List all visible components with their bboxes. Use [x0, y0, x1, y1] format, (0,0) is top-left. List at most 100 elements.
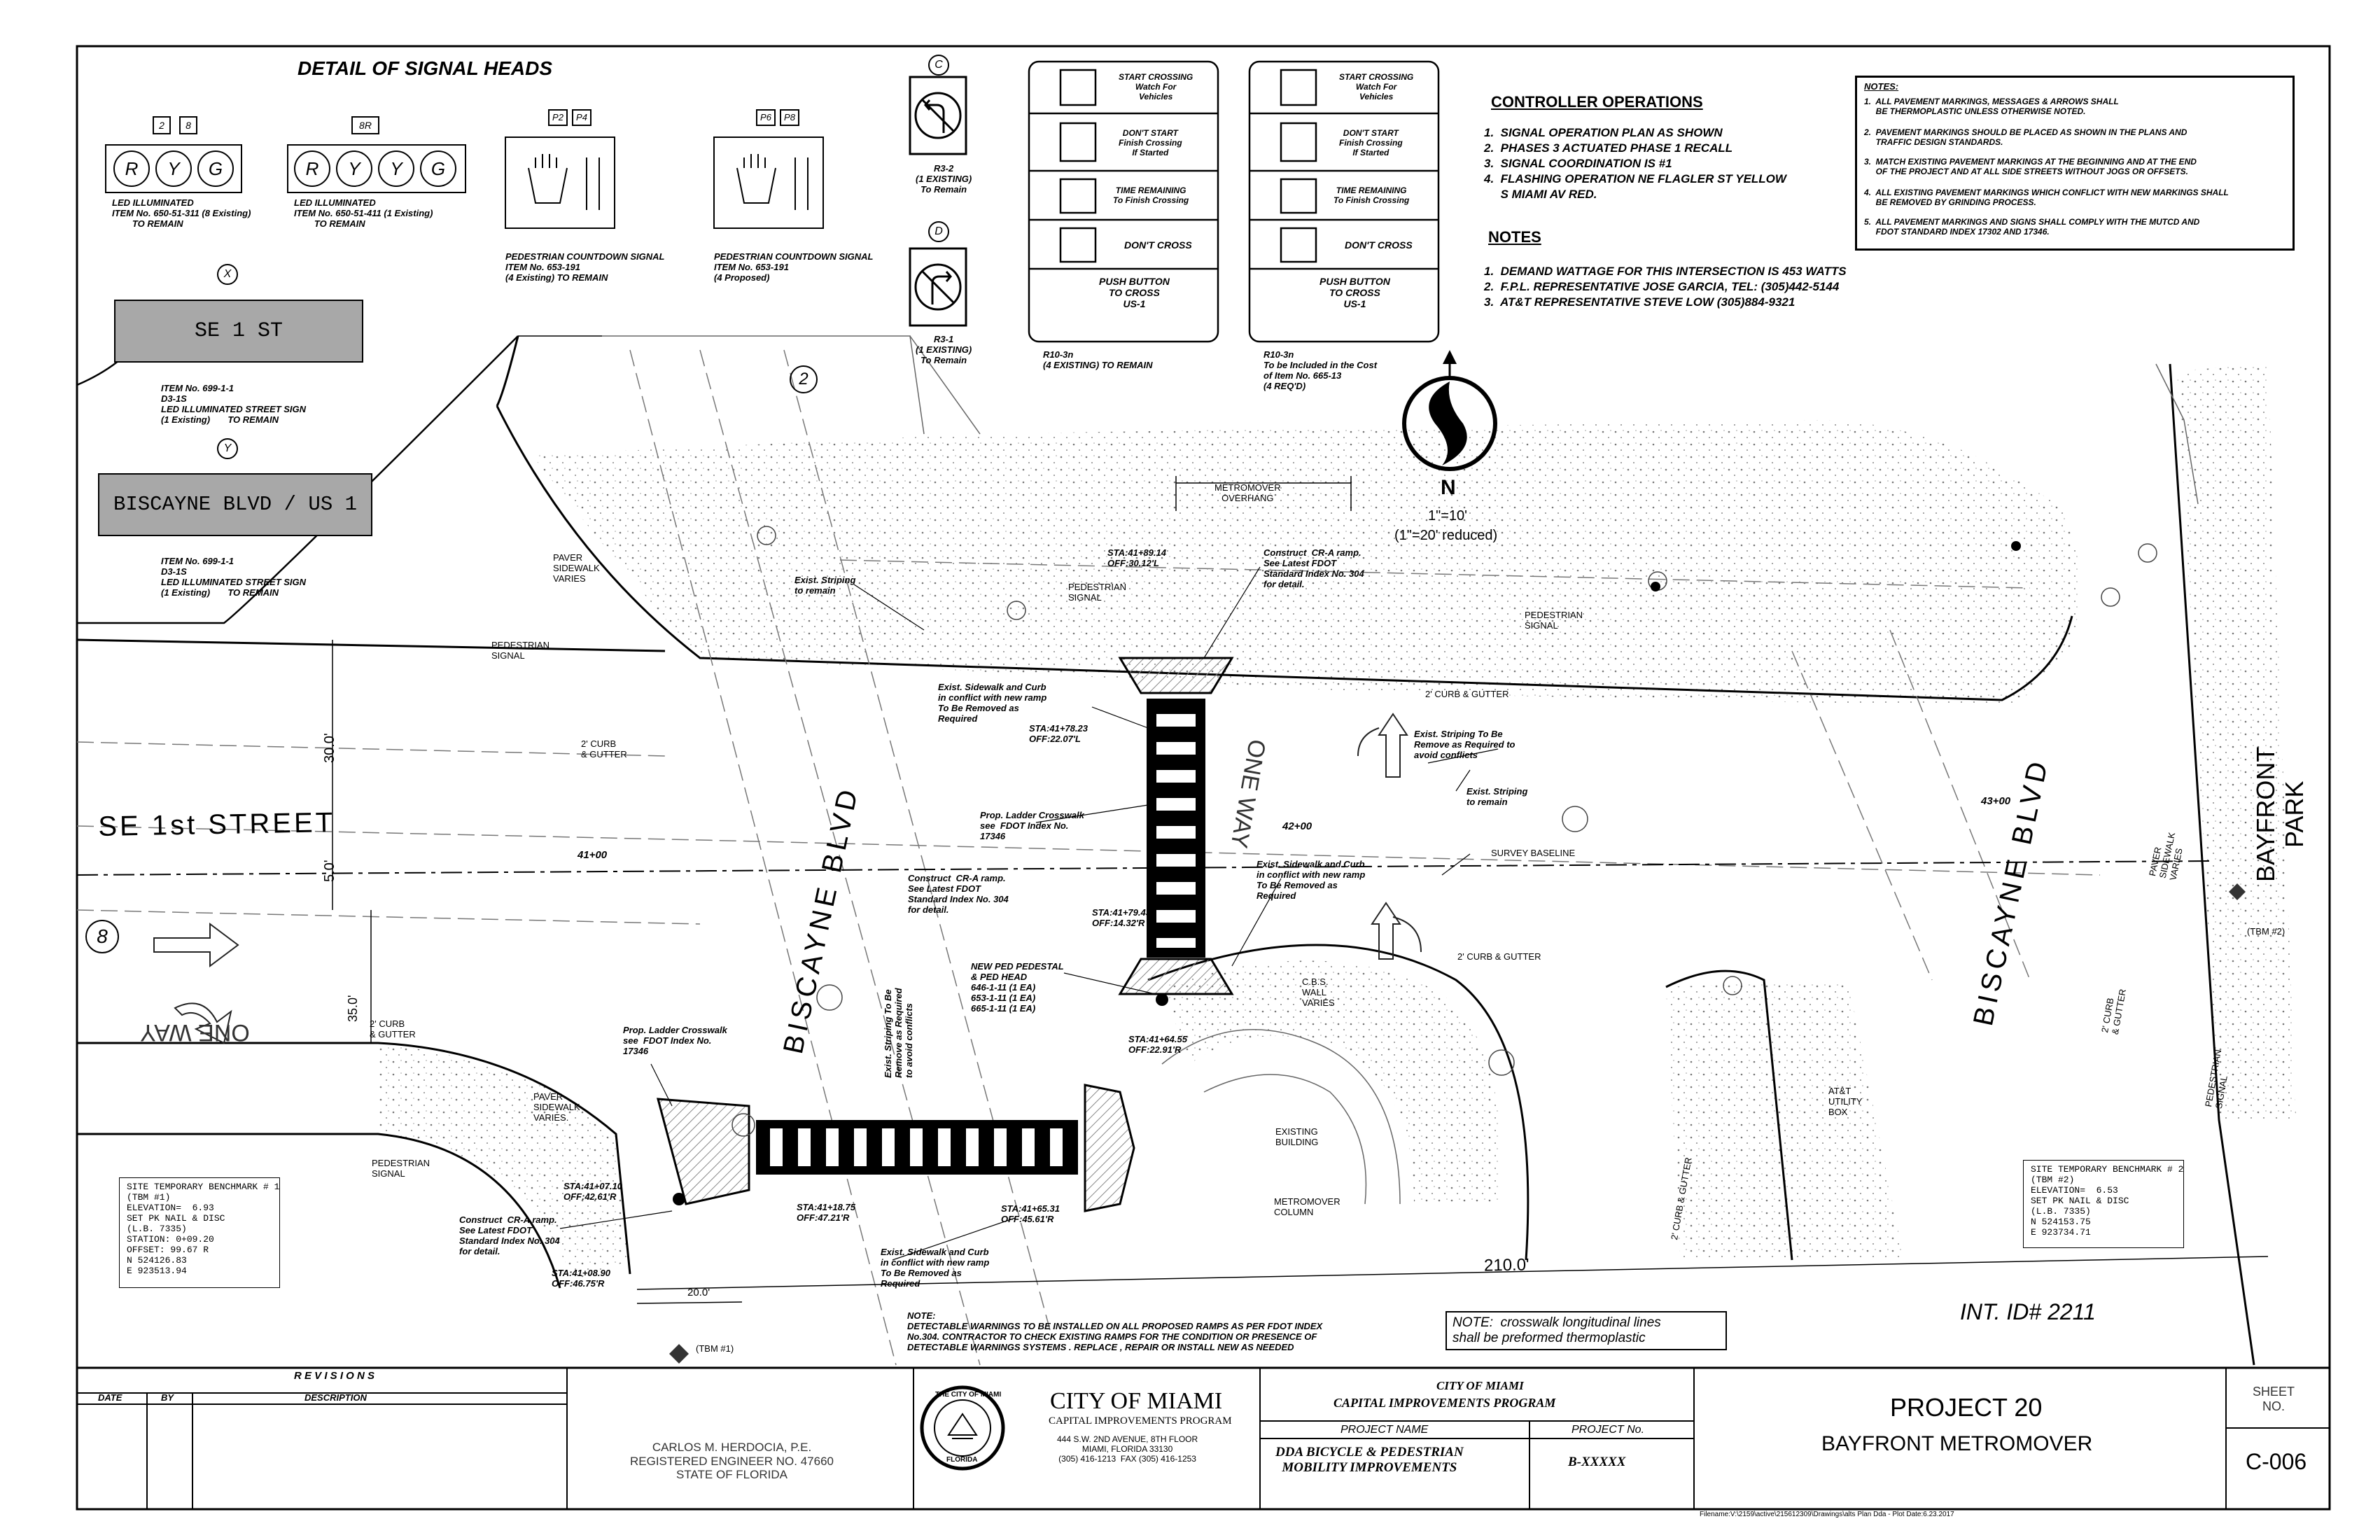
sign-y-note: ITEM No. 699-1-1 D3-1S LED ILLUMINATED S…: [161, 556, 307, 598]
program-name: CAPITAL IMPROVEMENTS PROGRAM: [1334, 1396, 1556, 1410]
head1-housing: [105, 144, 242, 193]
callout-curb-3: 2' CURB & GUTTER: [1457, 951, 1541, 962]
general-notes-title: NOTES:: [1864, 81, 1899, 92]
sheet-border: [76, 45, 2331, 1511]
notes-item-1: 1. DEMAND WATTAGE FOR THIS INTERSECTION …: [1484, 265, 1847, 278]
tbm1-marker: [669, 1344, 689, 1364]
int-id-label: INT. ID# 2211: [1960, 1299, 2096, 1324]
north-arrow-icon: [1402, 350, 1497, 471]
project-subtitle: BAYFRONT METROMOVER: [1821, 1432, 2093, 1455]
head4-tag-b: P8: [780, 109, 799, 126]
cip-name: CAPITAL IMPROVEMENTS PROGRAM: [1049, 1415, 1232, 1427]
project-name-header: PROJECT NAME: [1340, 1424, 1429, 1436]
sta-4300: 43+00: [1981, 795, 2011, 807]
controller-item-4: 4. FLASHING OPERATION NE FLAGLER ST YELL…: [1484, 172, 1786, 186]
head3-tag-b: P4: [572, 109, 592, 126]
r10a-row4: DON'T CROSS: [1124, 239, 1192, 251]
callout-ped-signal-2: PEDESTRIAN SIGNAL: [1068, 582, 1127, 603]
engineer-text: CARLOS M. HERDOCIA, P.E. REGISTERED ENGI…: [630, 1441, 834, 1482]
phase-2-circle: 2: [790, 365, 818, 393]
dim-210: 210.0': [1483, 1255, 1530, 1275]
controller-item-5: S MIAMI AV RED.: [1484, 188, 1597, 201]
manholes: [732, 526, 2157, 1137]
general-note-3: 3. MATCH EXISTING PAVEMENT MARKINGS AT T…: [1864, 157, 2197, 176]
head1-green-lens: G: [197, 150, 234, 187]
city-address: 444 S.W. 2ND AVENUE, 8TH FLOOR MIAMI, FL…: [1057, 1434, 1198, 1464]
general-notes-box: NOTES: 1. ALL PAVEMENT MARKINGS, MESSAGE…: [1855, 76, 2295, 251]
detail-title: DETAIL OF SIGNAL HEADS: [298, 57, 553, 79]
city-name: CITY OF MIAMI: [1050, 1388, 1223, 1414]
callout-curb-4: 2' CURB & GUTTER: [370, 1018, 416, 1040]
city-seal-icon: [920, 1385, 1005, 1471]
project-title: PROJECT 20: [1890, 1393, 2043, 1422]
ped-countdown-icons: [505, 136, 824, 229]
detectable-warning-note: NOTE: DETECTABLE WARNINGS TO BE INSTALLE…: [907, 1310, 1323, 1352]
building-outlines: [602, 335, 2199, 1205]
notes-item-3: 3. AT&T REPRESENTATIVE STEVE LOW (305)88…: [1484, 295, 1795, 309]
head2-green-arrow-lens: G: [420, 150, 456, 187]
r10b-row5: PUSH BUTTON TO CROSS US-1: [1320, 276, 1390, 310]
callout-sta-4118: STA:41+18.75 OFF:47.21'R: [797, 1202, 855, 1223]
callout-existing-building: EXISTING BUILDING: [1275, 1126, 1319, 1147]
r10b-row2: DON'T START Finish Crossing If Started: [1339, 128, 1403, 158]
callout-sta-4108: STA:41+08.90 OFF:46.75'R: [552, 1268, 610, 1289]
dim-30: 30.0': [322, 733, 337, 763]
callout-sta-4178: STA:41+78.23 OFF:22.07'L: [1029, 723, 1088, 744]
head3-tag-a: P2: [548, 109, 568, 126]
general-note-5: 5. ALL PAVEMENT MARKINGS AND SIGNS SHALL…: [1864, 217, 2200, 237]
notes-title: NOTES: [1488, 228, 1541, 246]
r3-d-note: R3-1 (1 EXISTING) To Remain: [916, 334, 972, 365]
head1-yellow-lens: Y: [155, 150, 192, 187]
callout-exist-sidewalk-1: Exist. Sidewalk and Curb in conflict wit…: [938, 682, 1047, 724]
r10b-row3: TIME REMAINING To Finish Crossing: [1334, 186, 1410, 205]
project-no-header: PROJECT No.: [1572, 1424, 1645, 1436]
callout-ladder-2: Prop. Ladder Crosswalk see FDOT Index No…: [623, 1025, 727, 1056]
road-edges: [76, 335, 2255, 1366]
sheet-no-value: C-006: [2246, 1449, 2307, 1474]
seal-text: THE CITY OF MIAMI: [935, 1391, 1002, 1399]
sign-biscayne: BISCAYNE BLVD / US 1: [98, 473, 372, 536]
sidewalk-south-east: [1666, 980, 1904, 1260]
head2-note: LED ILLUMINATED ITEM No. 650-51-411 (1 E…: [294, 197, 433, 229]
callout-exist-striping-1: Exist. Striping to remain: [794, 575, 856, 596]
callout-sta-4107: STA:41+07.10 OFF:42.61'R: [564, 1181, 622, 1202]
head1-tag-b: 8: [179, 116, 197, 134]
r10b-row4: DON'T CROSS: [1345, 239, 1413, 251]
r3-c-tag: C: [928, 55, 949, 76]
head4-note: PEDESTRIAN COUNTDOWN SIGNAL ITEM No. 653…: [714, 251, 874, 283]
revisions-title: R E V I S I O N S: [294, 1370, 375, 1382]
callout-new-ped-pedestal: NEW PED PEDESTAL & PED HEAD 646-1-11 (1 …: [971, 961, 1064, 1014]
revisions-by: BY: [161, 1392, 174, 1403]
callout-sta-4165: STA:41+65.31 OFF:45.61'R: [1001, 1203, 1060, 1224]
callout-tbm2: (TBM #2): [2247, 926, 2286, 937]
north-letter: N: [1441, 476, 1456, 499]
head2-yellow-arrow-lens: Y: [378, 150, 414, 187]
sidewalk-east: [2177, 364, 2296, 1120]
thermoplastic-note-box: NOTE: crosswalk longitudinal lines shall…: [1446, 1311, 1727, 1350]
crosswalk-horizontal: [657, 1084, 1135, 1212]
callout-cr-a-2: Construct CR-A ramp. See Latest FDOT Sta…: [908, 873, 1009, 915]
callout-ped-signal-4: PEDESTRIAN SIGNAL: [372, 1158, 430, 1179]
r10b-note: R10-3n To be Included in the Cost of Ite…: [1264, 349, 1378, 391]
callout-exist-striping-4: Exist. Striping To Be Remove as Required…: [883, 988, 914, 1078]
dim-35: 35.0': [346, 995, 360, 1022]
benchmark-2-box: SITE TEMPORARY BENCHMARK # 2 (TBM #2) EL…: [2023, 1160, 2184, 1248]
controller-item-3: 3. SIGNAL COORDINATION IS #1: [1484, 157, 1672, 170]
scale-text: 1"=10': [1428, 508, 1467, 524]
general-note-2: 2. PAVEMENT MARKINGS SHOULD BE PLACED AS…: [1864, 127, 2188, 147]
sign-x-note: ITEM No. 699-1-1 D3-1S LED ILLUMINATED S…: [161, 383, 307, 425]
revisions-description: DESCRIPTION: [304, 1392, 367, 1403]
revisions-date: DATE: [98, 1392, 122, 1403]
r3-d-tag: D: [928, 221, 949, 242]
filename-text: Filename:V:\2159\active\215612309\Drawin…: [1700, 1511, 1954, 1518]
notes-item-2: 2. F.P.L. REPRESENTATIVE JOSE GARCIA, TE…: [1484, 280, 1840, 293]
r10a-row5: PUSH BUTTON TO CROSS US-1: [1099, 276, 1170, 310]
sign-y-tag: Y: [217, 438, 238, 459]
sta-4200: 42+00: [1282, 820, 1312, 832]
callout-curb-1: 2' CURB & GUTTER: [581, 738, 627, 760]
program-city: CITY OF MIAMI: [1436, 1379, 1524, 1392]
survey-baseline-label: SURVEY BASELINE: [1491, 848, 1576, 858]
r10a-row2: DON'T START Finish Crossing If Started: [1119, 128, 1182, 158]
